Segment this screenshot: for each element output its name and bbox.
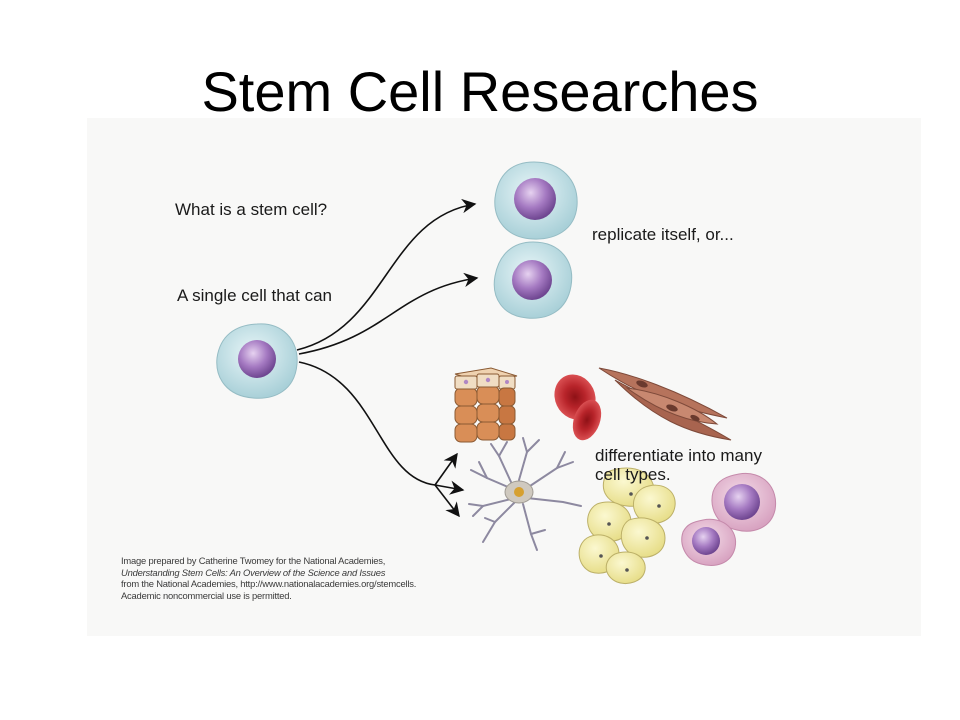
arrow-to-epithelial: [434, 452, 458, 486]
red-blood-cells-icon: [554, 374, 602, 441]
intro-label: A single cell that can: [177, 286, 332, 305]
muscle-cells-icon: [598, 367, 732, 441]
replicate-label: replicate itself, or...: [592, 225, 734, 244]
replicated-cell-lower: [493, 241, 573, 319]
credit-line-1: Image prepared by Catherine Twomey for t…: [121, 555, 386, 566]
stem-cell: [216, 323, 298, 399]
epithelial-cells-icon: [454, 367, 518, 443]
arrow-to-lower-tissue: [434, 484, 460, 518]
stem-cell-figure: What is a stem cell? A single cell that …: [87, 118, 921, 636]
arrow-to-lower-cell: [298, 272, 479, 355]
credit-line-4: Academic noncommercial use is permitted.: [121, 589, 292, 601]
question-label: What is a stem cell?: [175, 200, 328, 219]
credit-line-2: Understanding Stem Cells: An Overview of…: [121, 566, 386, 578]
arrow-to-neuron: [434, 480, 465, 495]
arrow-to-differentiated: [298, 361, 436, 486]
arrow-to-upper-cell: [296, 198, 477, 351]
stem-cell-diagram: [216, 161, 777, 584]
differentiate-label-line1: differentiate into many: [595, 446, 762, 465]
fat-cells-icon: [578, 467, 676, 584]
replicated-cell-upper: [494, 161, 578, 240]
white-blood-cells-icon: [681, 472, 777, 566]
slide-title: Stem Cell Researches: [201, 60, 759, 123]
neuron-icon: [468, 437, 582, 551]
image-credit: Image prepared by Catherine Twomey for t…: [121, 555, 421, 601]
branch-arrows: [296, 198, 479, 518]
credit-line-3: from the National Academies, http://www.…: [121, 578, 417, 590]
differentiate-label-line2: cell types.: [595, 465, 671, 484]
